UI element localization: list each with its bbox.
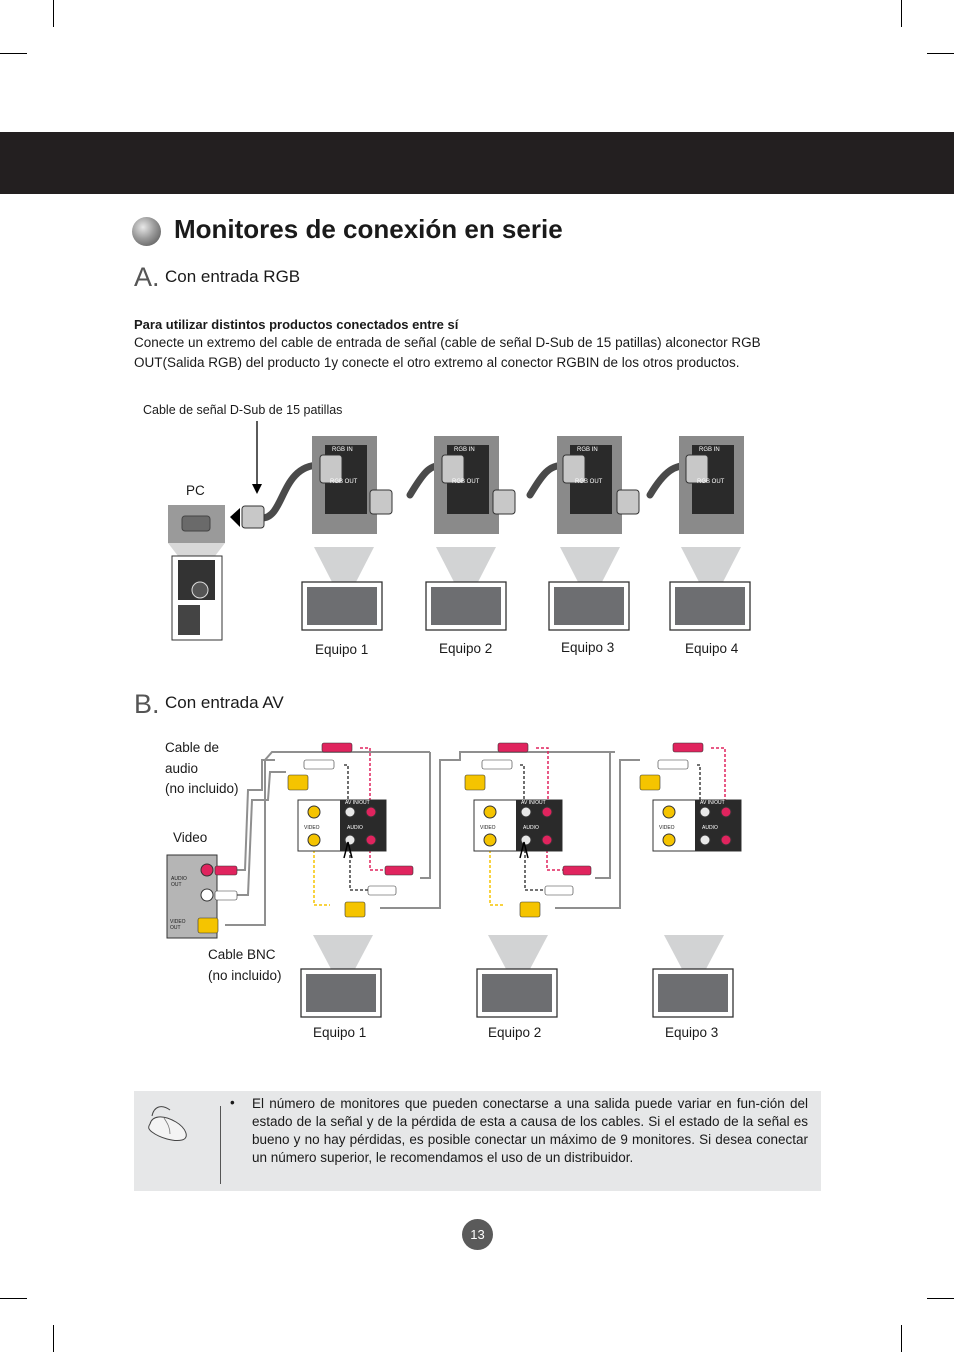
monitor-1 xyxy=(301,547,383,631)
rgb-panel-2 xyxy=(434,436,516,534)
port-in-label-3: RGB IN xyxy=(577,447,598,453)
instructions-heading: Para utilizar distintos productos conect… xyxy=(134,317,459,332)
port-out-label-1: RGB OUT xyxy=(330,479,358,485)
av-panel-1 xyxy=(297,799,387,852)
section-b-letter: B. xyxy=(134,689,160,719)
bnc-cable-label: Cable BNC (no incluido) xyxy=(208,947,282,983)
note-text: El número de monitores que pueden conect… xyxy=(252,1096,808,1165)
monitor-2 xyxy=(425,547,507,631)
section-a-letter: A. xyxy=(134,262,160,292)
port-out-label-4: RGB OUT xyxy=(697,479,725,485)
port-in-label-1: RGB IN xyxy=(332,447,353,453)
device-a-1: Equipo 1 xyxy=(315,642,369,657)
instructions-body: Conecte un extremo del cable de entrada … xyxy=(134,335,761,370)
device-a-2: Equipo 2 xyxy=(439,641,493,656)
note-bullet: • xyxy=(230,1095,235,1110)
device-b-2: Equipo 2 xyxy=(488,1025,542,1040)
source-audio-label: AUDIO OUT xyxy=(171,876,187,888)
crop-mark xyxy=(53,0,54,27)
page-title: Monitores de conexión en serie xyxy=(174,214,563,244)
pc-computer-icon xyxy=(168,505,225,641)
device-a-3: Equipo 3 xyxy=(561,640,615,655)
device-b-3: Equipo 3 xyxy=(665,1025,719,1040)
crop-mark xyxy=(0,53,27,54)
av-panel-2 xyxy=(473,799,563,852)
title-bullet-icon xyxy=(132,217,161,246)
diagram-rgb xyxy=(168,421,751,641)
port-in-label-2: RGB IN xyxy=(454,447,475,453)
panel-audio-label-2: AUDIO xyxy=(523,825,539,831)
port-out-label-2: RGB OUT xyxy=(452,479,480,485)
note-divider xyxy=(220,1106,221,1184)
panel-video-label-3: VIDEO xyxy=(659,825,675,831)
video-label: Video xyxy=(173,830,208,845)
monitor-b-2 xyxy=(476,935,558,1018)
crop-mark xyxy=(901,1325,902,1352)
crop-mark xyxy=(927,53,954,54)
crop-mark xyxy=(0,1298,27,1299)
rgb-panel-4 xyxy=(679,436,744,534)
panel-video-label-2: VIDEO xyxy=(480,825,496,831)
audio-cable-label: Cable de audio (no incluido) xyxy=(165,740,239,796)
rgb-panel-3 xyxy=(557,436,640,534)
crop-mark xyxy=(53,1325,54,1352)
monitor-3 xyxy=(548,547,630,631)
source-video-label: VIDEO OUT xyxy=(170,919,186,931)
port-in-label-4: RGB IN xyxy=(699,447,720,453)
panel-header-3: AV IN/OUT xyxy=(700,800,725,806)
panel-header-2: AV IN/OUT xyxy=(521,800,546,806)
monitor-4 xyxy=(669,547,751,631)
monitor-b-3 xyxy=(652,935,734,1018)
crop-mark xyxy=(927,1298,954,1299)
av-panel-3 xyxy=(652,799,742,852)
cable-label: Cable de señal D-Sub de 15 patillas xyxy=(143,403,343,417)
note-box xyxy=(134,1091,821,1191)
section-b-title: Con entrada AV xyxy=(165,693,284,712)
port-out-label-3: RGB OUT xyxy=(575,479,603,485)
device-a-4: Equipo 4 xyxy=(685,641,739,656)
panel-header-1: AV IN/OUT xyxy=(345,800,370,806)
pc-label: PC xyxy=(186,483,205,498)
panel-audio-label-3: AUDIO xyxy=(702,825,718,831)
device-b-1: Equipo 1 xyxy=(313,1025,367,1040)
page-number: 13 xyxy=(462,1219,493,1250)
rgb-panel-1 xyxy=(312,436,393,534)
panel-video-label-1: VIDEO xyxy=(304,825,320,831)
monitor-b-1 xyxy=(300,935,382,1018)
header-bar xyxy=(0,132,954,194)
section-a-title: Con entrada RGB xyxy=(165,267,301,286)
mouse-icon xyxy=(148,1106,187,1141)
diagram-av xyxy=(166,742,742,1018)
panel-audio-label-1: AUDIO xyxy=(347,825,363,831)
crop-mark xyxy=(901,0,902,27)
